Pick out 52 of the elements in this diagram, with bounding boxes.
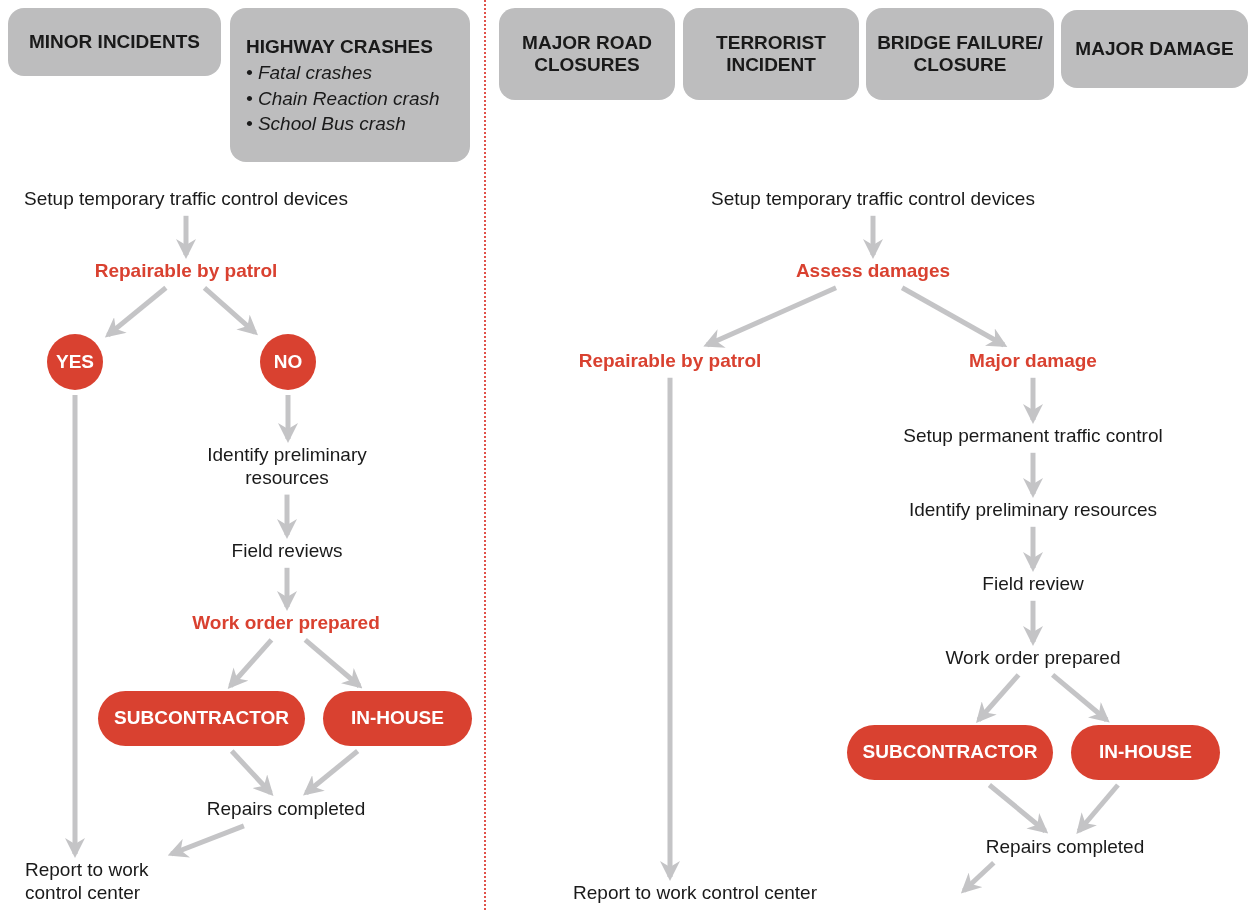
- step-text: Identify preliminary resources: [908, 499, 1158, 522]
- arrow: [303, 749, 360, 796]
- step-text: Setup temporary traffic control devices: [24, 188, 348, 211]
- arrow: [1076, 783, 1120, 835]
- category-box: HIGHWAY CRASHES • Fatal crashes • Chain Reaction crash • School Bus crash: [230, 8, 470, 162]
- arrow: [1023, 600, 1043, 646]
- arrow: [277, 494, 297, 539]
- arrow: [303, 637, 363, 689]
- arrow: [976, 673, 1021, 723]
- category-box: TERRORIST INCIDENT: [683, 8, 859, 100]
- step-text: Report to work control center: [573, 882, 817, 905]
- decision-text: Major damage: [969, 350, 1097, 373]
- arrow: [167, 823, 245, 858]
- step-text: Field review: [982, 573, 1084, 596]
- decision-text: Repairable by patrol: [578, 350, 762, 373]
- step-text: Repairs completed: [206, 798, 366, 821]
- arrow: [703, 285, 838, 348]
- arrow: [863, 215, 883, 259]
- step-text: Setup temporary traffic control devices: [711, 188, 1035, 211]
- arrow: [65, 395, 85, 858]
- option-pill: SUBCONTRACTOR: [98, 691, 305, 746]
- arrow: [104, 285, 168, 338]
- step-text: Setup permanent traffic control: [903, 425, 1163, 448]
- category-box: BRIDGE FAILURE/ CLOSURE: [866, 8, 1054, 100]
- step-text: Report to work control center: [25, 859, 175, 905]
- arrow: [660, 377, 680, 881]
- category-box: MAJOR DAMAGE: [1061, 10, 1248, 88]
- option-pill: IN-HOUSE: [323, 691, 472, 746]
- arrow: [227, 638, 274, 689]
- arrow: [1023, 526, 1043, 572]
- arrow: [1023, 452, 1043, 498]
- arrow: [1051, 672, 1110, 723]
- option-pill: IN-HOUSE: [1071, 725, 1220, 780]
- decision-text: Work order prepared: [192, 612, 380, 635]
- arrow: [229, 749, 274, 796]
- option-pill: SUBCONTRACTOR: [847, 725, 1053, 780]
- category-box: MINOR INCIDENTS: [8, 8, 221, 76]
- step-text: Identify preliminary resources: [192, 444, 382, 490]
- arrow: [1023, 377, 1043, 424]
- arrow: [960, 860, 996, 894]
- arrow: [900, 285, 1008, 348]
- arrow: [278, 395, 298, 443]
- arrow: [176, 215, 196, 259]
- category-box: MAJOR ROAD CLOSURES: [499, 8, 675, 100]
- arrow: [202, 285, 258, 336]
- arrow: [277, 567, 297, 611]
- step-text: Repairs completed: [985, 836, 1145, 859]
- decision-text: Repairable by patrol: [94, 260, 278, 283]
- arrow: [987, 783, 1049, 834]
- step-text: Work order prepared: [945, 647, 1121, 670]
- step-text: Field reviews: [231, 540, 343, 563]
- decision-text: Assess damages: [795, 260, 951, 283]
